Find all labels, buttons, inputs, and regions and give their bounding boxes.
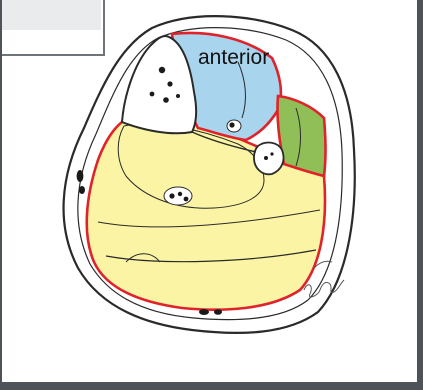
anterior-neurovascular-bundle <box>227 120 241 132</box>
anterior-label: anterior <box>198 47 269 68</box>
fibula-bone <box>254 143 284 175</box>
posterior-neurovascular-bundle <box>164 187 192 205</box>
